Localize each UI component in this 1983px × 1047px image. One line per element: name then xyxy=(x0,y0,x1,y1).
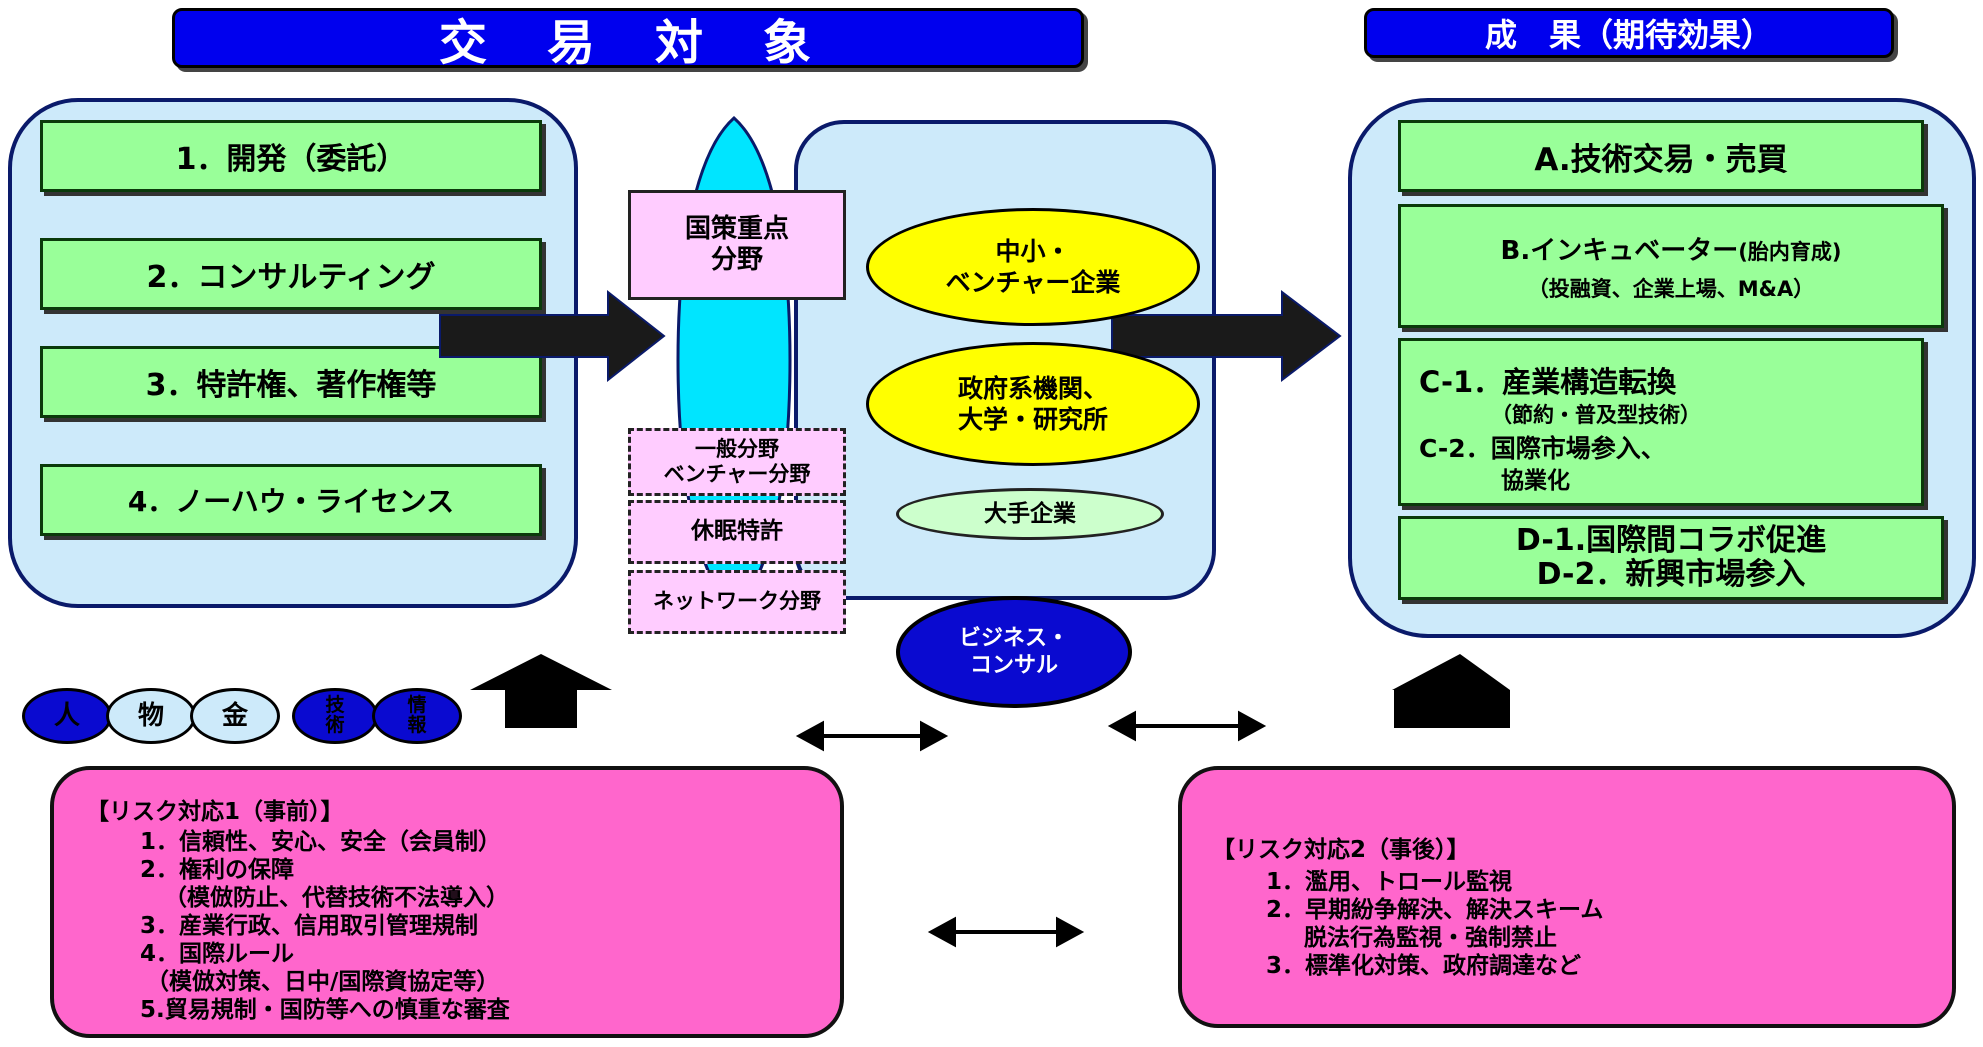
double-arrow-3 xyxy=(927,916,1085,948)
outcome-c-box: C-1．産業構造転換 （節約・普及型技術） C-2．国際市場参入、 協業化 xyxy=(1398,338,1924,506)
risk1-line-2: 2．権利の保障 xyxy=(140,857,295,883)
risk1-line-1: 1．信頼性、安心、安全（会員制） xyxy=(140,829,502,855)
outcome-a-label: A.技術交易・売買 xyxy=(1534,141,1788,178)
left-item-knowhow: 4．ノーハウ・ライセンス xyxy=(40,464,542,536)
outcome-d1-label: D-1.国際間コラボ促進 xyxy=(1515,522,1827,558)
risk-response-2-box: 【リスク対応2（事後）】 1．濫用、トロール監視 2．早期紛争解決、解決スキーム… xyxy=(1178,766,1956,1028)
risk1-line-7: 5.貿易規制・国防等への慎重な審査 xyxy=(140,997,510,1023)
resource-technology-circle: 技 術 xyxy=(292,688,378,744)
outcome-d-box: D-1.国際間コラボ促進 D-2．新興市場参入 xyxy=(1398,516,1944,600)
outcome-c1-sub: （節約・普及型技術） xyxy=(1491,403,1701,427)
business-consul-ellipse: ビジネス・ コンサル xyxy=(896,596,1132,708)
header-results-text: 成 果（期待効果） xyxy=(1484,16,1773,54)
up-arrow-left xyxy=(470,654,612,728)
resource-people-circle: 人 xyxy=(22,688,112,744)
left-item-development-label: 1．開発（委託） xyxy=(175,142,407,177)
large-company-ellipse: 大手企業 xyxy=(896,488,1164,540)
header-trade-targets-text: 交 易 対 象 xyxy=(438,15,817,71)
risk1-title: 【リスク対応1（事前）】 xyxy=(86,799,344,825)
national-priority-box: 国策重点 分野 xyxy=(628,190,846,300)
risk2-line-2: 2．早期紛争解決、解決スキーム xyxy=(1266,897,1604,923)
double-arrow-1 xyxy=(795,720,949,752)
left-item-knowhow-label: 4．ノーハウ・ライセンス xyxy=(127,485,455,518)
left-item-development: 1．開発（委託） xyxy=(40,120,542,192)
left-item-patents-label: 3．特許権、著作権等 xyxy=(145,368,437,403)
header-trade-targets: 交 易 対 象 xyxy=(172,8,1084,71)
header-results: 成 果（期待効果） xyxy=(1364,8,1894,58)
dormant-patent-box: 休眠特許 xyxy=(628,500,846,564)
risk1-line-3: （模倣防止、代替技術不法導入） xyxy=(164,885,509,911)
risk2-line-4: 3．標準化対策、政府調達など xyxy=(1266,953,1582,979)
risk1-line-6: （模倣対策、日中/国際資協定等） xyxy=(146,969,500,995)
double-arrow-2 xyxy=(1107,710,1267,742)
risk1-line-4: 3．産業行政、信用取引管理規制 xyxy=(140,913,479,939)
resource-goods-circle: 物 xyxy=(106,688,196,744)
outcome-a-box: A.技術交易・売買 xyxy=(1398,120,1924,192)
outcome-c2-label: C-2．国際市場参入、 xyxy=(1419,434,1666,463)
up-arrow-right xyxy=(1392,654,1510,728)
resource-money-circle: 金 xyxy=(190,688,280,744)
left-item-consulting: 2．コンサルティング xyxy=(40,238,542,310)
outcome-b-box: B.インキュベーター(胎内育成) （投融資、企業上場、M&A） xyxy=(1398,204,1944,328)
network-field-box: ネットワーク分野 xyxy=(628,570,846,634)
outcome-b-title: B.インキュベーター(胎内育成) xyxy=(1501,230,1842,267)
gov-university-ellipse: 政府系機関、 大学・研究所 xyxy=(866,342,1200,466)
resource-information-circle: 情 報 xyxy=(372,688,462,744)
risk2-line-1: 1．濫用、トロール監視 xyxy=(1266,869,1513,895)
risk2-line-3: 脱法行為監視・強制禁止 xyxy=(1304,925,1557,951)
risk-response-1-box: 【リスク対応1（事前）】 1．信頼性、安心、安全（会員制） 2．権利の保障 （模… xyxy=(50,766,844,1038)
risk1-line-5: 4．国際ルール xyxy=(140,941,295,967)
outcome-c2-sub: 協業化 xyxy=(1501,468,1570,494)
big-arrow-right-1 xyxy=(439,289,666,383)
left-item-consulting-label: 2．コンサルティング xyxy=(146,260,436,295)
outcome-c1-label: C-1．産業構造転換 xyxy=(1419,365,1677,399)
outcome-d2-label: D-2．新興市場参入 xyxy=(1536,557,1806,592)
risk2-title: 【リスク対応2（事後）】 xyxy=(1212,837,1470,863)
general-venture-box: 一般分野 ベンチャー分野 xyxy=(628,428,846,496)
sme-venture-ellipse: 中小・ ベンチャー企業 xyxy=(866,208,1200,326)
outcome-b-subtitle: （投融資、企業上場、M&A） xyxy=(1527,276,1815,301)
outcome-b-title-text: B.インキュベーター xyxy=(1500,235,1739,266)
outcome-b-sub1-text: (胎内育成) xyxy=(1738,239,1842,264)
left-item-patents: 3．特許権、著作権等 xyxy=(40,346,542,418)
